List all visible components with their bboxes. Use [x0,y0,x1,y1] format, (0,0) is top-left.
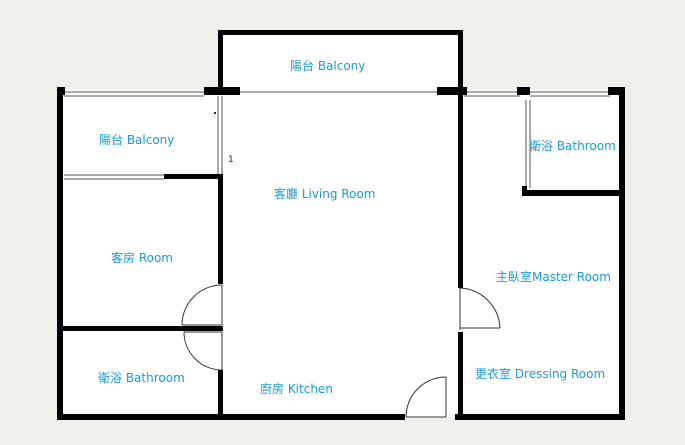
wall-right-outer [619,87,625,420]
label-bathroom-right: 衛浴 Bathroom [529,139,616,153]
window-lines [64,91,610,188]
wall-bottom-left [57,414,405,420]
wall-left-column-lower [218,370,223,417]
wall-balcony-top-top [218,30,463,35]
wall-room-bath-divider [63,326,223,331]
floor-main [61,90,622,417]
doors [181,284,501,418]
window-dot [214,112,216,114]
door-guest-room [181,284,223,326]
door-bathroom-left [183,331,223,371]
wall-right-column-lower [458,332,463,417]
label-guest-room: 客房 Room [111,251,173,265]
label-kitchen: 廚房 Kitchen [260,382,333,396]
wall-top-junction-3 [517,87,530,95]
wall-balcony-divider [164,174,222,179]
floor-areas [61,33,622,417]
wall-top-right-cap [608,87,625,95]
label-balcony-left: 陽台 Balcony [99,133,175,147]
wall-right-column-upper [458,90,463,288]
marker-label: 1 [228,155,234,165]
wall-top-left-cap [57,87,65,95]
wall-left-outer [57,87,63,420]
label-balcony-top: 陽台 Balcony [290,59,366,73]
label-living-room: 客廳 Living Room [274,187,376,201]
door-master-room [459,287,501,330]
wall-bottom-right [455,414,624,420]
wall-balcony-top-right [458,30,463,95]
walls [57,30,625,420]
wall-balcony-top-left [218,30,223,95]
door-entrance [405,376,447,418]
label-dressing-room: 更衣室 Dressing Room [475,367,606,381]
floor-balcony-top [222,33,460,93]
label-master-room: 主臥室Master Room [496,270,611,284]
wall-left-column-mid [218,174,223,284]
wall-top-junction-2 [437,87,467,95]
wall-bath-right-bottom [522,190,622,196]
label-bathroom-left: 衛浴 Bathroom [98,371,185,385]
wall-top-junction-1 [204,87,240,95]
wall-bath-right-left [522,186,527,196]
